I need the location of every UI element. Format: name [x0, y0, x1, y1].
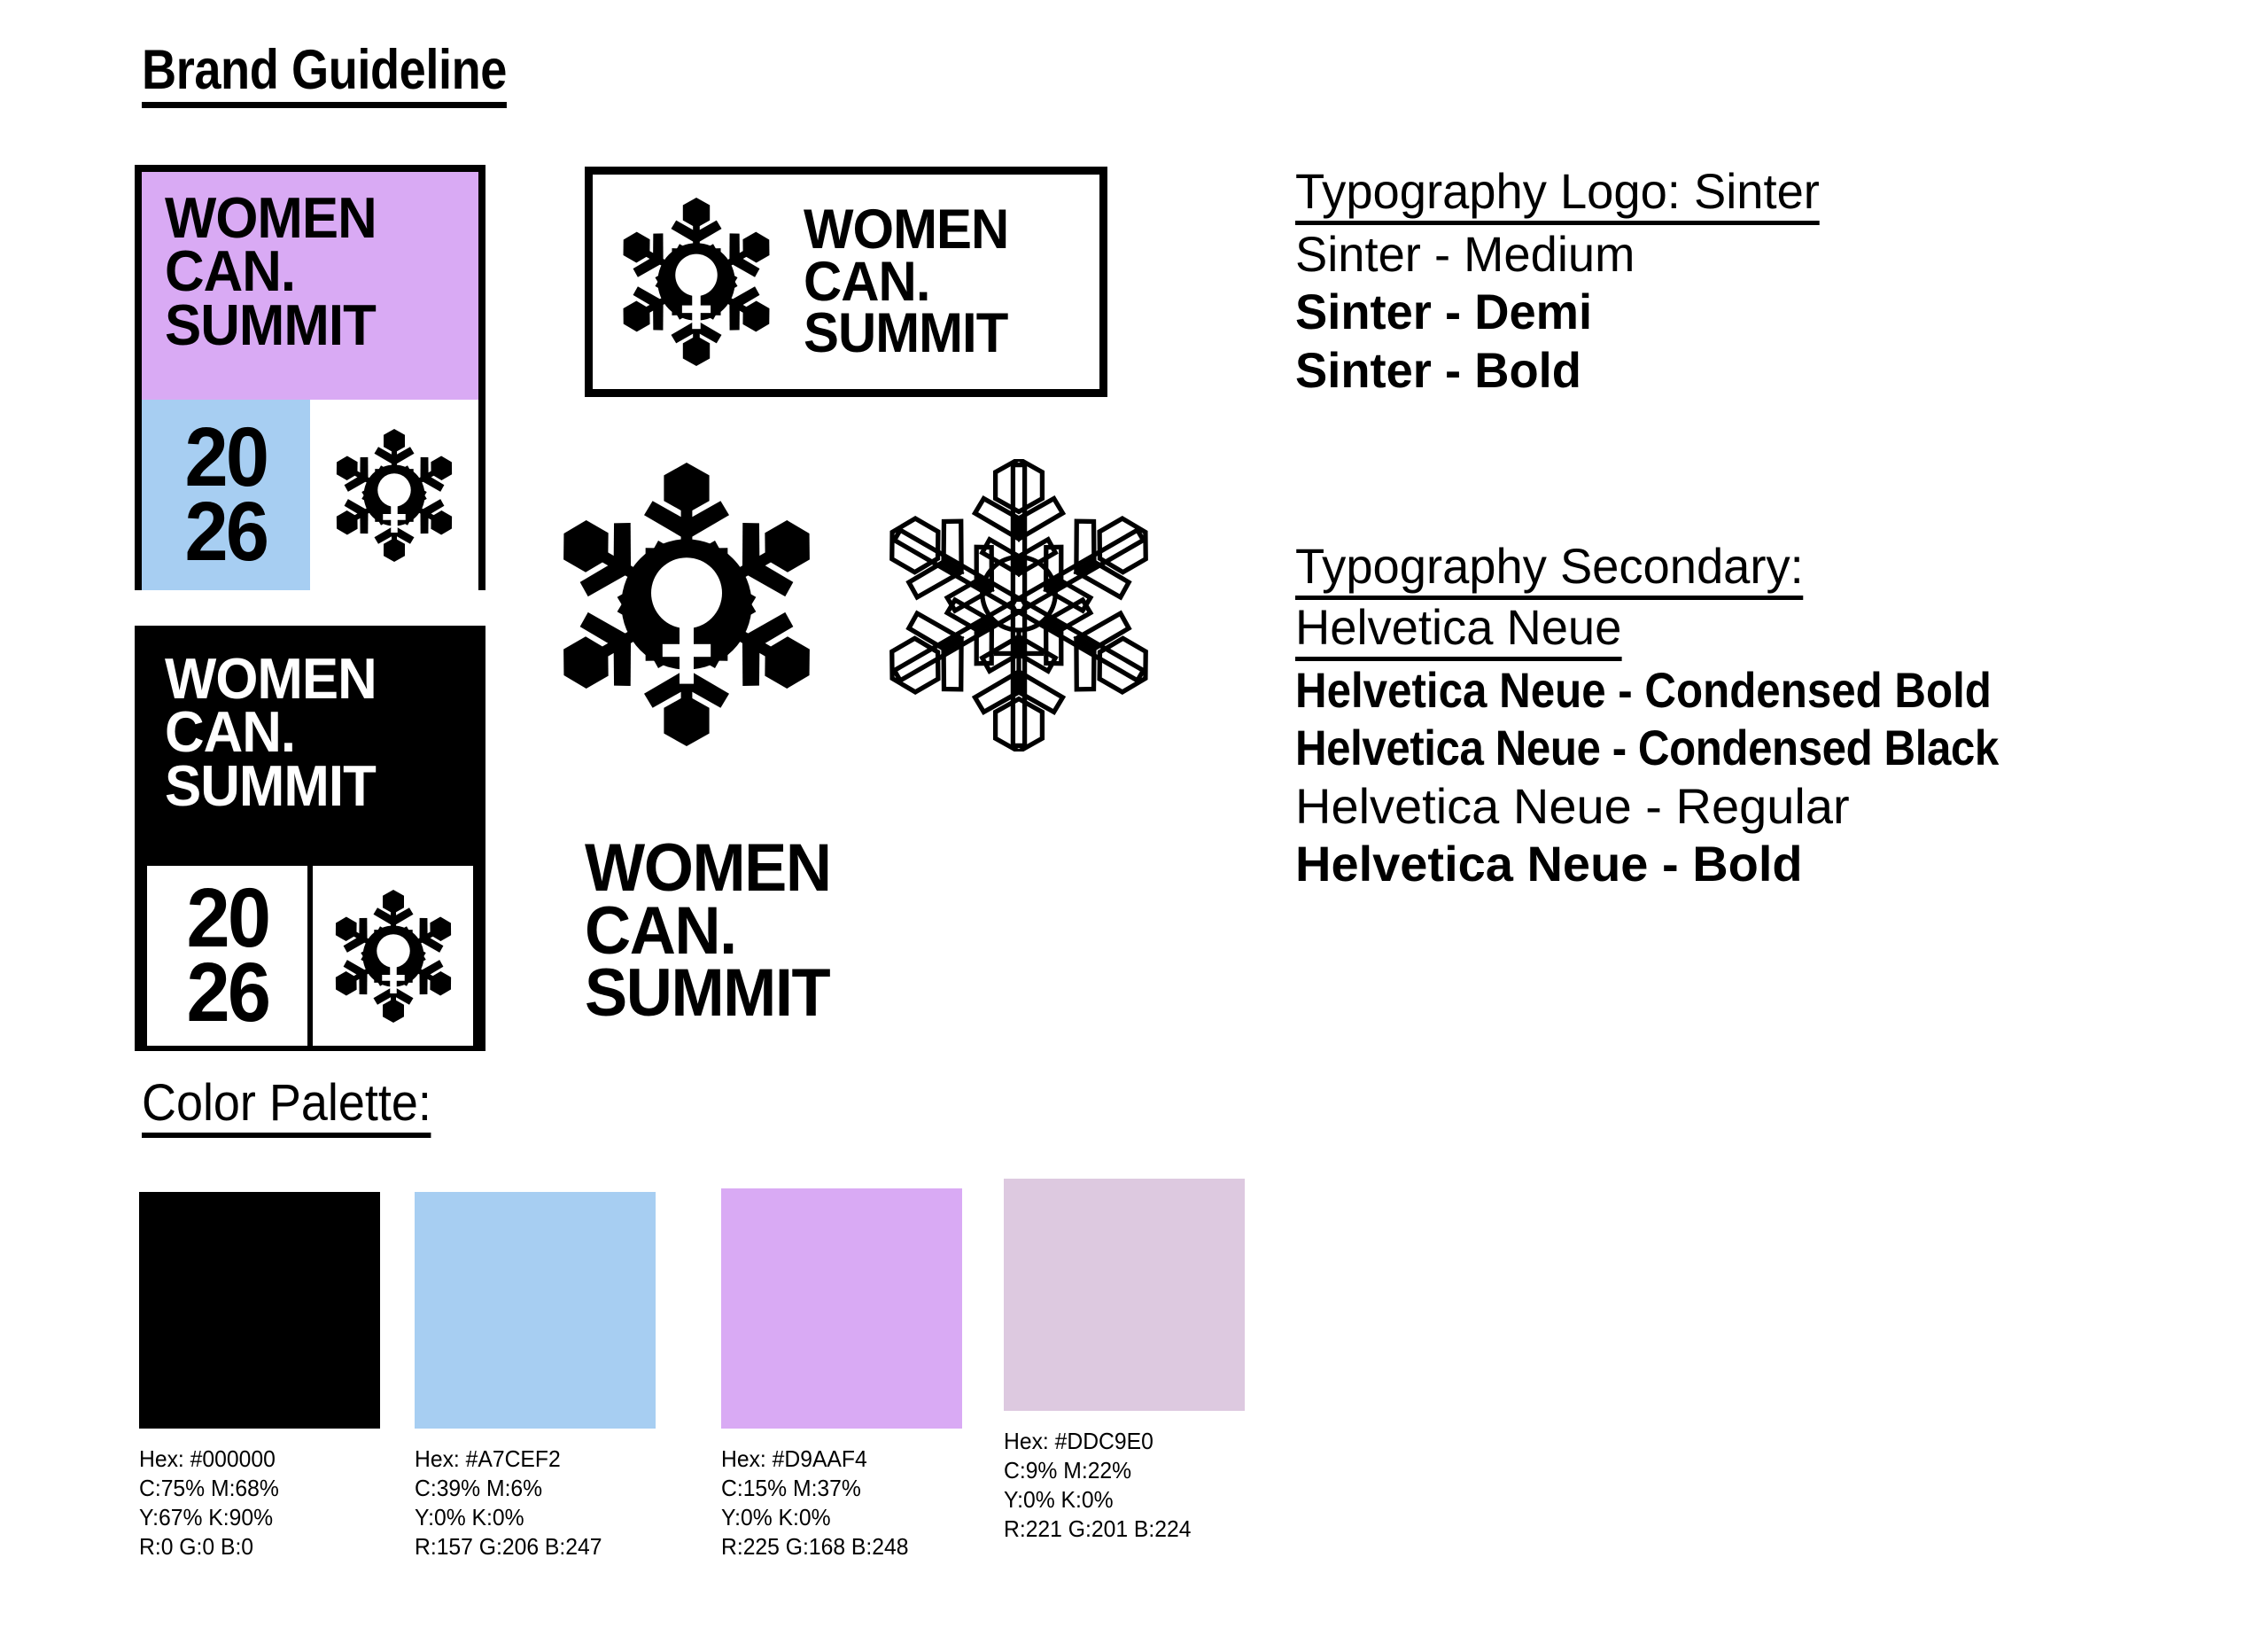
year-line-2: 26 [186, 945, 270, 1040]
typography-secondary-style-regular: Helvetica Neue - Regular [1295, 777, 1850, 834]
wordmark-line-3: SUMMIT [804, 302, 1008, 365]
year-line-2: 26 [184, 484, 269, 579]
lockup-color-wordmark-panel: WOMEN CAN. SUMMIT [142, 172, 478, 400]
lockup-color-bottom-row: 20 26 [142, 400, 478, 590]
typography-secondary-family: Helvetica Neue [1295, 599, 1622, 661]
logo-lockup-color: WOMEN CAN. SUMMIT 20 26 [135, 165, 485, 590]
wordmark-standalone: WOMEN CAN. SUMMIT [585, 830, 832, 1032]
typography-secondary-style-condensed-bold: Helvetica Neue - Condensed Bold [1295, 661, 1992, 718]
swatch-spec-mauve: Hex: #DDC9E0 C:9% M:22% Y:0% K:0% R:221 … [1004, 1428, 1192, 1543]
typography-section: Typography Logo: Sinter Sinter - Medium … [1295, 163, 2234, 893]
year-line-1: 20 [184, 409, 269, 504]
lockup-black-wordmark-panel: WOMEN CAN. SUMMIT [142, 633, 478, 861]
logo-lockup-horizontal: WOMEN CAN. SUMMIT [585, 167, 1107, 397]
typography-logo-style-bold: Sinter - Bold [1295, 341, 1581, 398]
logo-lockup-black: WOMEN CAN. SUMMIT 20 26 [135, 626, 485, 1051]
swatch-chip-black [139, 1192, 380, 1429]
swatch-mauve: Hex: #DDC9E0 C:9% M:22% Y:0% K:0% R:221 … [1004, 1179, 1245, 1544]
lockup-black-bottom-row: 20 26 [142, 861, 478, 1051]
lockup-horizontal-wordmark: WOMEN CAN. SUMMIT [804, 199, 1019, 365]
wordmark-line-2: CAN. [585, 892, 737, 969]
typography-logo-style-medium: Sinter - Medium [1295, 225, 1635, 282]
swatch-spec-black: Hex: #000000 C:75% M:68% Y:67% K:90% R:0… [139, 1445, 279, 1561]
snowflake-venus-icon [563, 463, 810, 746]
color-palette-heading: Color Palette: [142, 1076, 431, 1138]
lockup-black-mark-cell [313, 866, 473, 1046]
wordmark-line-3: SUMMIT [165, 752, 377, 818]
swatch-spec-violet: Hex: #D9AAF4 C:15% M:37% Y:0% K:0% R:225… [721, 1445, 909, 1561]
swatch-chip-mauve [1004, 1179, 1245, 1411]
snowflake-venus-icon [336, 428, 453, 562]
page-title: Brand Guideline [142, 43, 507, 108]
snowflake-venus-icon [623, 198, 770, 366]
wordmark-line-1: WOMEN [585, 830, 832, 906]
year-block: 20 26 [186, 870, 270, 1040]
swatch-light-blue: Hex: #A7CEF2 C:39% M:6% Y:0% K:0% R:157 … [415, 1192, 656, 1561]
wordmark-line-3: SUMMIT [165, 292, 377, 357]
snowflake-venus-icon [335, 889, 451, 1023]
wordmark-line-2: CAN. [804, 250, 930, 313]
swatch-spec-light-blue: Hex: #A7CEF2 C:39% M:6% Y:0% K:0% R:157 … [415, 1445, 602, 1561]
mark-solid-container [545, 463, 828, 746]
typography-secondary-style-bold: Helvetica Neue - Bold [1295, 836, 1803, 892]
lockup-color-year-cell: 20 26 [142, 400, 310, 590]
snowflake-venus-outline-icon [889, 456, 1148, 755]
swatch-black: Hex: #000000 C:75% M:68% Y:67% K:90% R:0… [139, 1192, 380, 1561]
wordmark-line-1: WOMEN [804, 199, 1009, 261]
typography-logo-heading: Typography Logo: Sinter [1295, 163, 1820, 225]
typography-logo-style-demi: Sinter - Demi [1295, 284, 1593, 340]
typography-secondary-heading: Typography Secondary: [1295, 539, 1804, 600]
year-line-1: 20 [186, 870, 270, 965]
typography-secondary-style-condensed-black: Helvetica Neue - Condensed Black [1295, 720, 1999, 776]
wordmark-line-1: WOMEN [165, 185, 377, 250]
wordmark-line-2: CAN. [165, 238, 296, 304]
year-block: 20 26 [184, 409, 269, 579]
swatch-chip-light-blue [415, 1192, 656, 1429]
swatch-chip-violet [721, 1188, 962, 1429]
lockup-color-mark-cell [310, 400, 478, 590]
wordmark-line-2: CAN. [165, 699, 296, 765]
mark-outline-container [873, 456, 1165, 755]
wordmark-line-1: WOMEN [165, 646, 377, 711]
wordmark-line-3: SUMMIT [585, 955, 831, 1032]
swatch-violet: Hex: #D9AAF4 C:15% M:37% Y:0% K:0% R:225… [721, 1188, 962, 1561]
lockup-black-year-cell: 20 26 [147, 866, 307, 1046]
